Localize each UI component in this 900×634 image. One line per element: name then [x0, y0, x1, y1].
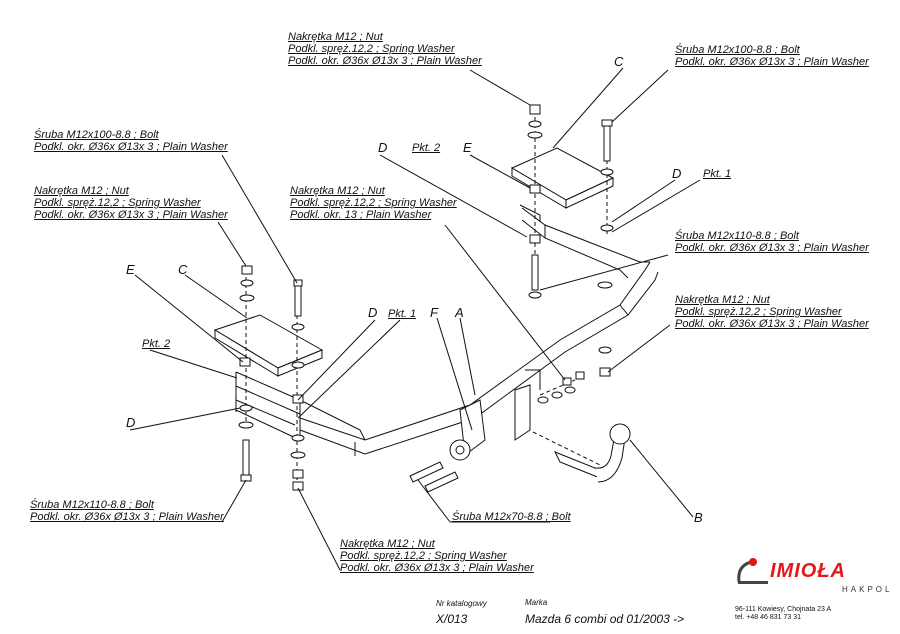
callout-left-nut: Nakrętka M12 ; Nut Podkl. spręż.12,2 ; S…: [34, 185, 228, 221]
part-letter-a: A: [455, 305, 464, 320]
callout-line: Nakrętka M12 ; Nut: [290, 185, 385, 197]
part-letter-e: E: [463, 140, 472, 155]
part-letter-d: D: [672, 166, 682, 181]
callout-right-bolt: Śruba M12x110-8.8 ; Bolt Podkl. okr. Ø36…: [675, 230, 869, 254]
logo-mark: [737, 558, 768, 584]
fasteners: [238, 104, 614, 493]
callout-line: Podkl. okr. Ø36x Ø13x 3 ; Plain Washer: [30, 511, 224, 523]
phone-line: tel. +48 46 831 73 31: [735, 614, 801, 621]
callout-line: Nakrętka M12 ; Nut: [675, 294, 770, 306]
point-label-pkt1: Pkt. 1: [703, 168, 732, 180]
callout-right-nut: Nakrętka M12 ; Nut Podkl. spręż.12,2 ; S…: [675, 294, 869, 330]
leader-lines: [129, 67, 701, 571]
part-letter-d: D: [378, 140, 388, 155]
callout-line: Podkl. okr. Ø36x Ø13x 3 ; Plain Washer: [34, 209, 228, 221]
callout-line: Podkl. okr. Ø36x Ø13x 3 ; Plain Washer: [675, 318, 869, 330]
logo-name: IMIOŁA: [770, 560, 846, 582]
callout-bottom-left-bolt: Śruba M12x110-8.8 ; Bolt Podkl. okr. Ø36…: [30, 499, 224, 523]
callout-top-center: Nakrętka M12 ; Nut Podkl. spręż.12,2 ; S…: [288, 31, 482, 67]
callout-line: Podkl. okr. Ø36x Ø13x 3 ; Plain Washer: [340, 562, 534, 574]
callout-line: Podkl. spręż.12,2 ; Spring Washer: [290, 197, 457, 209]
callout-line: Podkl. spręż.12,2 ; Spring Washer: [34, 197, 201, 209]
callout-line: Nakrętka M12 ; Nut: [34, 185, 129, 197]
point-label-pkt2: Pkt. 2: [142, 338, 171, 350]
callout-line: Podkl. okr. Ø36x Ø13x 3 ; Plain Washer: [34, 141, 228, 153]
callout-line: Podkl. spręż.12,2 ; Spring Washer: [288, 43, 455, 55]
callout-bottom-nut: Nakrętka M12 ; Nut Podkl. spręż.12,2 ; S…: [340, 538, 534, 574]
brand-label: Marka: [525, 598, 548, 607]
address-line: 96-111 Kowiesy, Chojnata 23 A: [735, 606, 832, 613]
ball-mount-f: [449, 369, 541, 461]
part-letter-f: F: [430, 305, 438, 320]
catalog-number-label: Nr katalogowy: [436, 599, 487, 608]
logo-sub: HAKPOL: [842, 585, 893, 594]
tow-ball-b: [553, 423, 631, 483]
right-bracket: [519, 204, 650, 279]
callout-line: Śruba M12x100-8.8 ; Bolt: [675, 44, 800, 56]
part-letter-d: D: [368, 305, 378, 320]
part-letter-b: B: [694, 510, 703, 525]
brand-value: Mazda 6 combi od 01/2003 ->: [525, 612, 685, 626]
callout-ball-bolt: Śruba M12x70-8.8 ; Bolt: [452, 511, 571, 523]
callout-line: Podkl. okr. Ø36x Ø13x 3 ; Plain Washer: [675, 56, 869, 68]
callout-line: Śruba M12x110-8.8 ; Bolt: [30, 499, 154, 511]
callout-line: Podkl. okr. 13 ; Plain Washer: [290, 209, 432, 221]
callout-line: Podkl. okr. Ø36x Ø13x 3 ; Plain Washer: [675, 242, 869, 254]
callout-line: Nakrętka M12 ; Nut: [340, 538, 435, 550]
callout-top-right: Śruba M12x100-8.8 ; Bolt Podkl. okr. Ø36…: [675, 44, 869, 68]
company-address: 96-111 Kowiesy, Chojnata 23 A tel. +48 4…: [735, 606, 831, 622]
part-letter-c: C: [178, 262, 188, 277]
part-letter-c: C: [614, 54, 624, 69]
callout-line: Śruba M12x100-8.8 ; Bolt: [34, 129, 159, 141]
part-letter-d: D: [126, 415, 136, 430]
callout-line: Podkl. spręż.12,2 ; Spring Washer: [340, 550, 507, 562]
part-letter-e: E: [126, 262, 135, 277]
callout-line: Śruba M12x110-8.8 ; Bolt: [675, 230, 799, 242]
callout-left-bolt: Śruba M12x100-8.8 ; Bolt Podkl. okr. Ø36…: [34, 129, 228, 153]
callout-line: Podkl. okr. Ø36x Ø13x 3 ; Plain Washer: [288, 55, 482, 67]
callout-mid-nut: Nakrętka M12 ; Nut Podkl. spręż.12,2 ; S…: [290, 185, 457, 221]
left-bracket: [235, 371, 366, 441]
catalog-number-value: X/013: [436, 612, 468, 626]
callout-line: Nakrętka M12 ; Nut: [288, 31, 383, 43]
callout-line: Śruba M12x70-8.8 ; Bolt: [452, 511, 571, 523]
point-label-pkt1: Pkt. 1: [388, 308, 417, 320]
callout-line: Podkl. spręż.12,2 ; Spring Washer: [675, 306, 842, 318]
point-label-pkt2: Pkt. 2: [412, 142, 441, 154]
